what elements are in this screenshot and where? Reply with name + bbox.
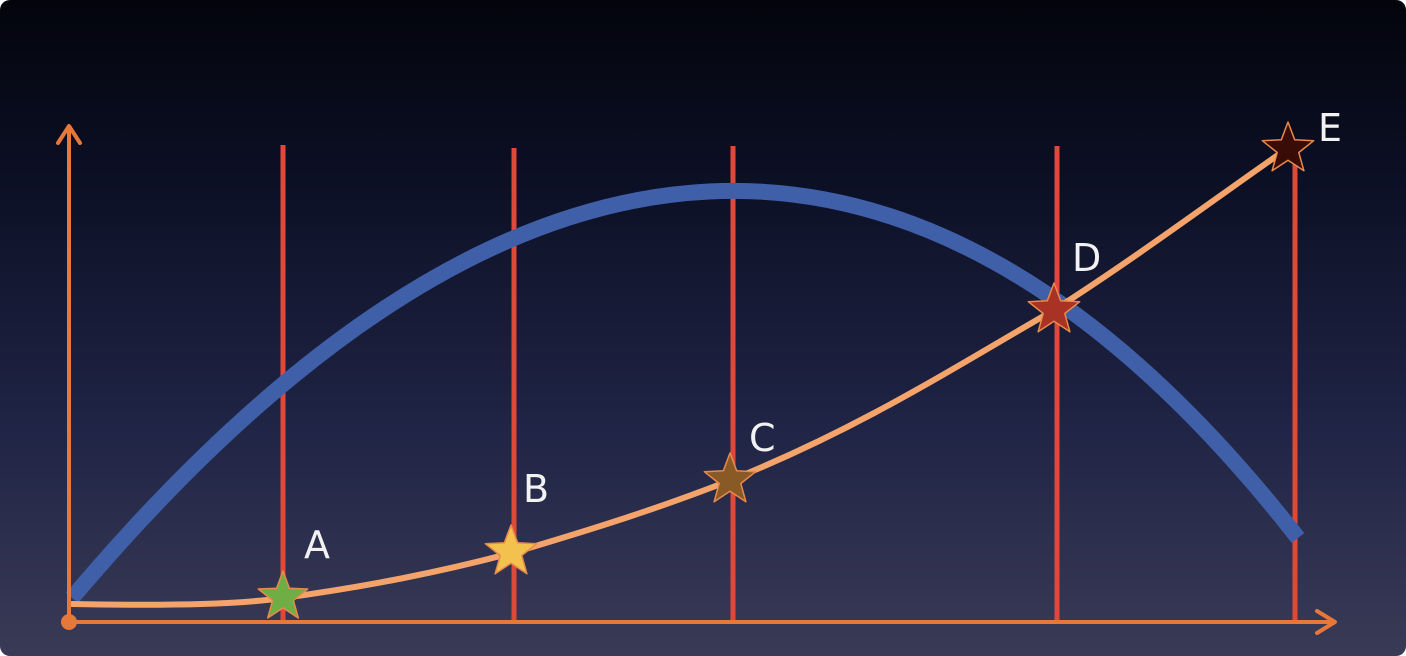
label-a: A bbox=[304, 523, 330, 567]
blue-curve bbox=[65, 182, 1305, 604]
star-d-icon bbox=[1027, 282, 1081, 333]
label-c: C bbox=[749, 416, 776, 460]
star-e-icon bbox=[1261, 121, 1315, 172]
star-c-icon bbox=[703, 452, 757, 503]
label-e: E bbox=[1318, 106, 1342, 150]
star-b-icon bbox=[484, 524, 538, 575]
star-a-icon bbox=[257, 570, 309, 619]
label-b: B bbox=[523, 467, 549, 511]
y-axis-arrow-icon bbox=[56, 124, 82, 145]
label-d: D bbox=[1072, 236, 1101, 280]
x-axis-arrow-icon bbox=[1315, 609, 1337, 635]
orange-curve bbox=[69, 145, 1291, 608]
origin-dot bbox=[61, 614, 77, 630]
